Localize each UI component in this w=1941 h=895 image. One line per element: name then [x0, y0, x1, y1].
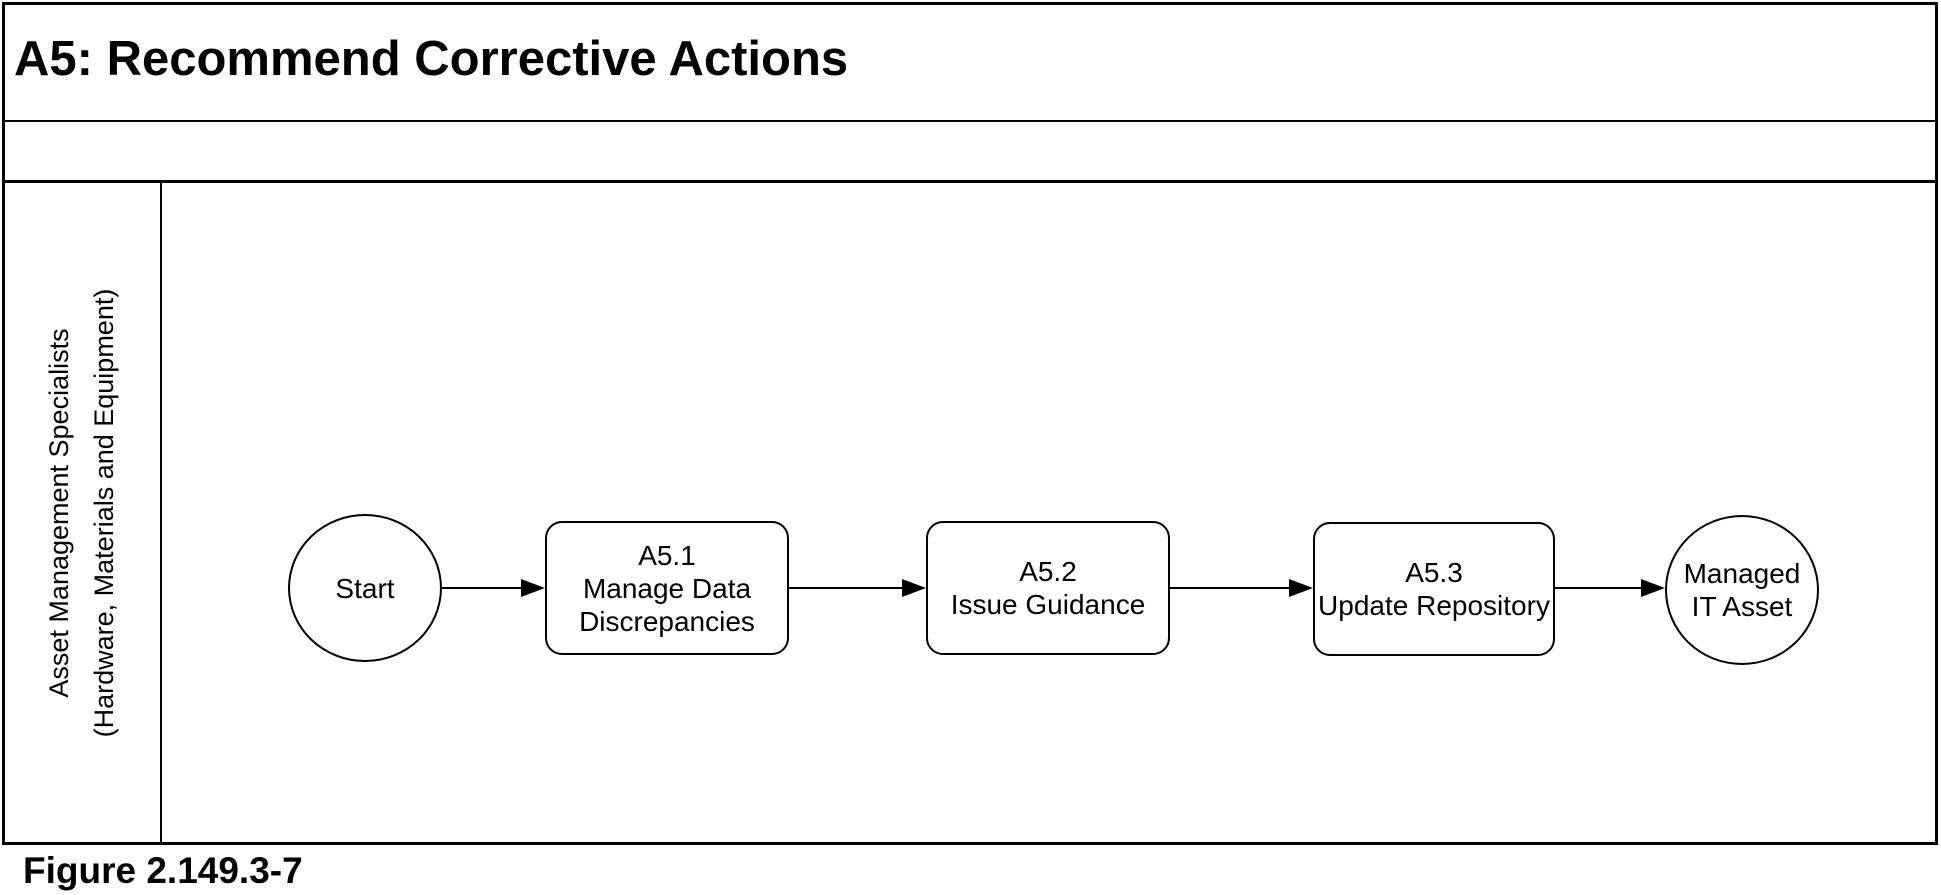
swimlane: Asset Management Specialists (Hardware, …: [5, 183, 1935, 842]
spacer-row: [5, 122, 1935, 183]
connector-line: [442, 587, 525, 589]
connector-line: [1170, 587, 1293, 589]
arrowhead-icon: [521, 579, 545, 597]
task-code: A5.2: [1019, 556, 1077, 587]
end-event-node: Managed IT Asset: [1665, 515, 1819, 665]
task-name-line: Issue Guidance: [950, 589, 1146, 620]
flow-connector-1: [442, 579, 545, 597]
end-label-line-2: IT Asset: [1691, 591, 1793, 622]
swimlane-role-label: Asset Management Specialists (Hardware, …: [37, 183, 129, 843]
flow-connector-4: [1555, 579, 1665, 597]
figure-caption: Figure 2.149.3-7: [23, 850, 303, 891]
title-bar: A5: Recommend Corrective Actions: [5, 5, 1935, 122]
connector-line: [1555, 587, 1645, 589]
role-label-line-1: Asset Management Specialists: [43, 327, 74, 698]
task-node-a5-1: A5.1 Manage Data Discrepancies: [545, 521, 789, 655]
task-name-line: Manage Data: [582, 572, 752, 604]
start-event-node: Start: [288, 514, 442, 662]
task-name-line: Update Repository: [1318, 590, 1550, 621]
diagram-frame: A5: Recommend Corrective Actions Asset M…: [2, 2, 1938, 845]
task-code: A5.3: [1405, 557, 1463, 588]
start-label: Start: [335, 572, 395, 604]
page-title: A5: Recommend Corrective Actions: [14, 32, 849, 86]
arrowhead-icon: [1641, 579, 1665, 597]
flow-connector-3: [1170, 579, 1313, 597]
task-node-a5-2: A5.2 Issue Guidance: [926, 521, 1170, 655]
task-code: A5.1: [638, 539, 696, 571]
role-label-line-2: (Hardware, Materials and Equipment): [88, 288, 119, 737]
task-node-a5-3: A5.3 Update Repository: [1313, 522, 1555, 656]
swimlane-role-column: Asset Management Specialists (Hardware, …: [5, 183, 162, 842]
task-name-line: Discrepancies: [579, 605, 755, 637]
connector-line: [789, 587, 906, 589]
arrowhead-icon: [1289, 579, 1313, 597]
swimlane-content: Start A5.1 Manage Data Discrepancies A5.: [162, 183, 1935, 842]
end-label-line-1: Managed: [1683, 558, 1801, 589]
flow-connector-2: [789, 579, 926, 597]
arrowhead-icon: [902, 579, 926, 597]
